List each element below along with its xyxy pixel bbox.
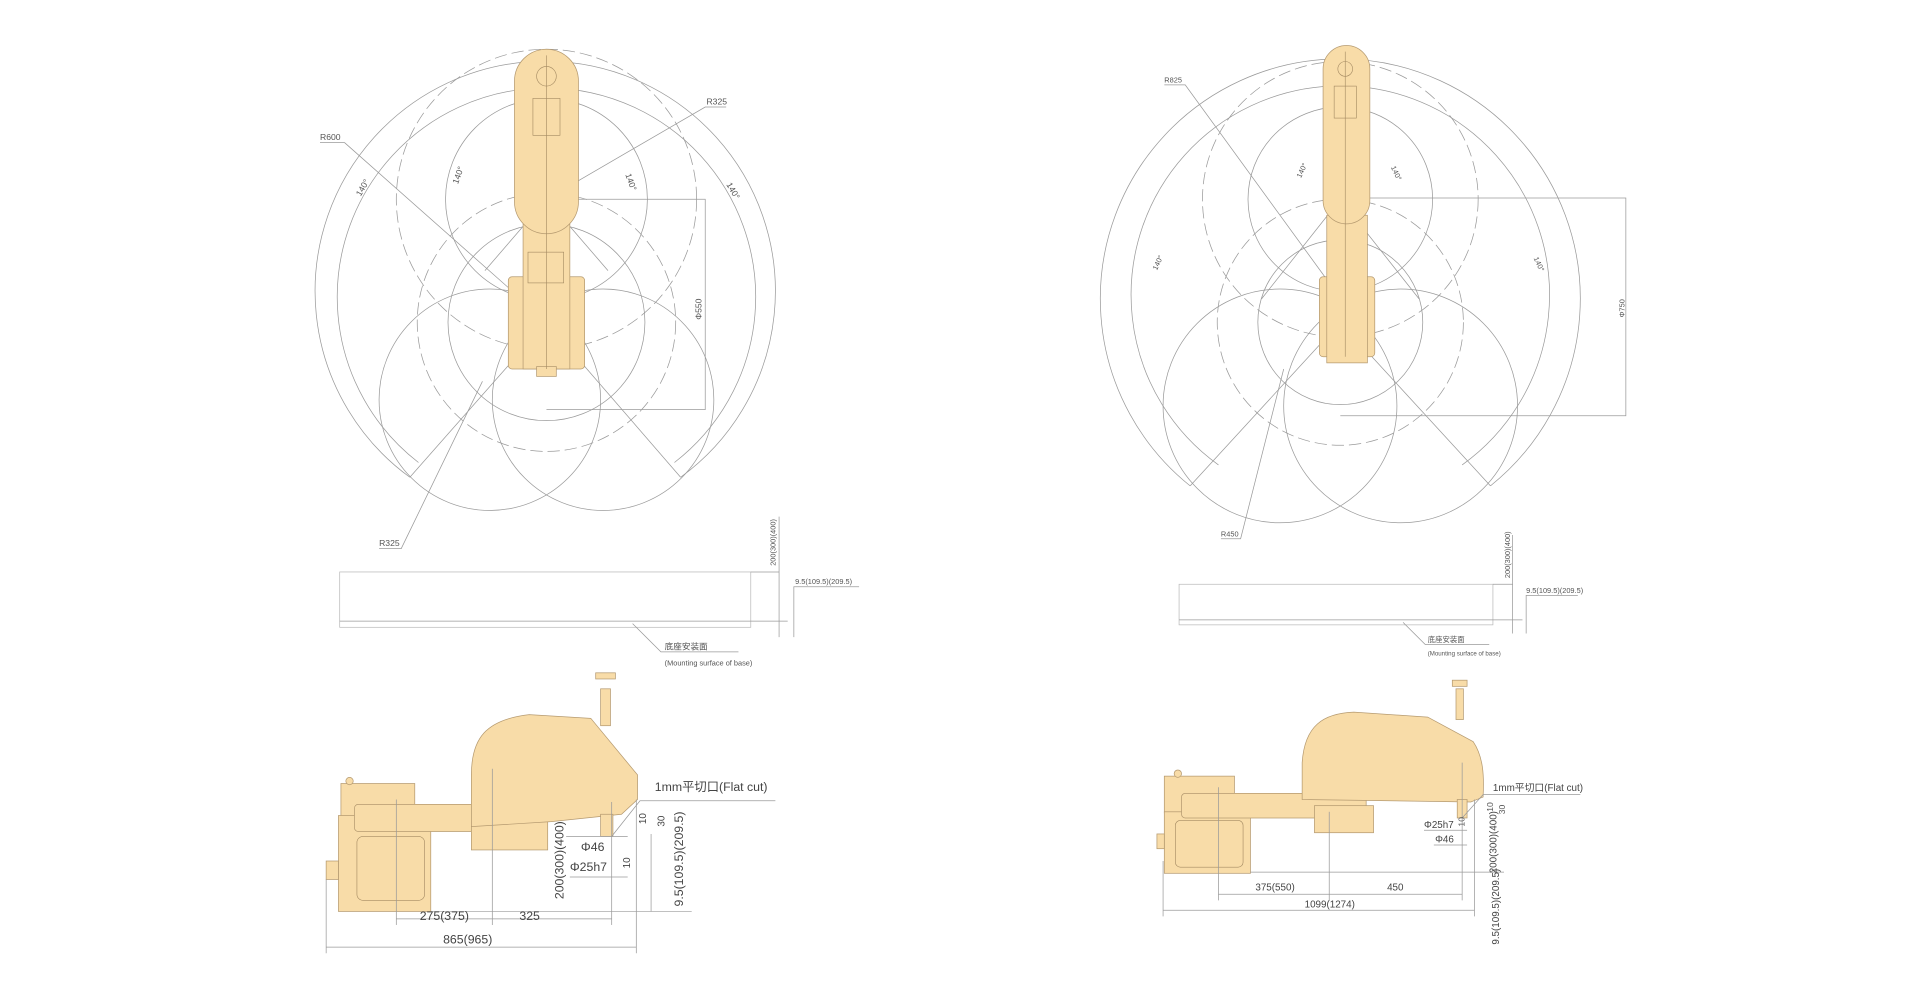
mounting-label-en: (Mounting surface of base) [665,658,753,667]
base-height-dim: 200(300)(400) [1503,531,1512,578]
angle-label: 140° [1295,162,1310,180]
dia-46-label: Φ46 [581,840,605,854]
flat-cut-label: 1mm平切口(Flat cut) [655,780,768,794]
right-side-shaft-cap [1451,679,1468,687]
right-limit-line [1189,322,1341,487]
angle-label: 140° [1151,254,1166,272]
left-lobe-right [491,288,715,511]
left-panel [527,251,565,284]
right-side-shaft-top [1455,688,1464,720]
total-length: 1099(1274) [1305,900,1355,911]
label-phi750: Φ750 [1618,299,1627,317]
left-side-shaft-cap [595,672,616,680]
right-lobe-right [1283,288,1518,524]
right-base-view: 200(300)(400) 9.5(109.5)(209.5) 底座安装面 (M… [1178,531,1583,658]
left-base-outline [339,571,752,628]
mounting-label-en: (Mounting surface of base) [1428,651,1501,658]
base-offset-dim: 9.5(109.5)(209.5) [1526,586,1583,595]
right-side-view: 1mm平切口(Flat cut) 10 30 Φ25h7 Φ46 10 200(… [1156,679,1583,945]
label-phi550: Φ550 [694,298,704,319]
right-side-panel [1175,820,1244,868]
arm1-length: 375(550) [1255,883,1294,894]
r325-leader [546,106,727,200]
angle-label: 140° [1532,255,1547,273]
r325-inner-leader [379,381,483,549]
mounting-label-cn: 底座安装面 [1428,635,1465,644]
right-arm2 [1322,45,1371,225]
left-side-end-effector [600,813,614,837]
dim-10b: 10 [622,857,633,868]
dim-10: 10 [638,813,649,824]
flat-cut-label: 1mm平切口(Flat cut) [1493,782,1583,794]
phi550-dimension [546,198,706,410]
dim-10: 10 [1485,802,1495,812]
dim-line [793,586,860,638]
left-side-knob [345,776,354,786]
left-top-view: R600 R325 R325 140° 140° 140° 140° Φ550 [314,48,776,549]
dia-25h7-label: Φ25h7 [570,860,607,874]
dia-46-label: Φ46 [1435,835,1454,846]
phi750-dimension [1340,197,1627,417]
label-r450: R450 [1221,529,1239,538]
arm1-length: 275(375) [420,909,469,923]
right-top-view: R825 R450 140° 140° 140° 140° Φ750 [1099,45,1627,540]
mounting-label-cn: 底座安装面 [665,640,708,651]
arm2-length: 325 [519,909,540,923]
left-side-connector [325,860,339,880]
dim-10b: 10 [1457,817,1467,827]
right-side-connector [1156,833,1165,850]
left-side-shaft-top [600,688,611,727]
total-length: 865(965) [443,932,492,946]
left-side-view: 1mm平切口(Flat cut) 10 30 Φ46 Φ25h7 10 200(… [325,672,776,954]
r450-leader [1220,368,1285,540]
right-arm1 [1326,214,1368,364]
dim-line [1525,594,1578,634]
mounting-leader [632,623,739,653]
label-r325: R325 [706,97,727,107]
label-r325-inner: R325 [379,538,400,548]
base-offset-dim: 9.5(109.5)(209.5) [795,577,852,586]
left-side-arm2-dome [471,714,638,827]
r825-leader [1164,84,1330,284]
dia-25h7-label: Φ25h7 [1424,820,1454,831]
left-lobe-left [378,288,601,511]
base-height-dim: 200(300)(400) [768,519,777,566]
stroke-dim: 200(300)(400) [553,821,567,899]
offset-dim: 9.5(109.5)(209.5) [1491,869,1502,945]
flat-cut-leader [1461,794,1581,819]
right-base-outline [1178,583,1494,626]
angle-label: 140° [623,172,638,192]
arm2-length: 450 [1387,883,1404,894]
right-side-knob [1173,769,1182,778]
right-lobe-left [1162,288,1398,524]
r600-leader [320,142,518,296]
left-side-panel [356,836,425,901]
angle-label: 140° [450,165,465,185]
mounting-leader [1402,622,1490,645]
label-r600: R600 [320,132,341,142]
angle-label: 140° [1389,164,1404,182]
left-base-view: 200(300)(400) 9.5(109.5)(209.5) 底座安装面 (M… [339,516,860,667]
dim-30: 30 [1497,804,1507,814]
right-side-arm2-under [1314,805,1374,834]
offset-dim: 9.5(109.5)(209.5) [672,812,686,907]
right-side-column [1163,811,1251,874]
dim-30: 30 [657,815,668,826]
stroke-dim: 200(300)(400) [1489,811,1500,873]
label-r825: R825 [1164,75,1182,84]
angle-label: 140° [354,177,372,197]
flat-cut-leader [611,800,776,837]
right-side-arm2-dome [1301,711,1484,803]
